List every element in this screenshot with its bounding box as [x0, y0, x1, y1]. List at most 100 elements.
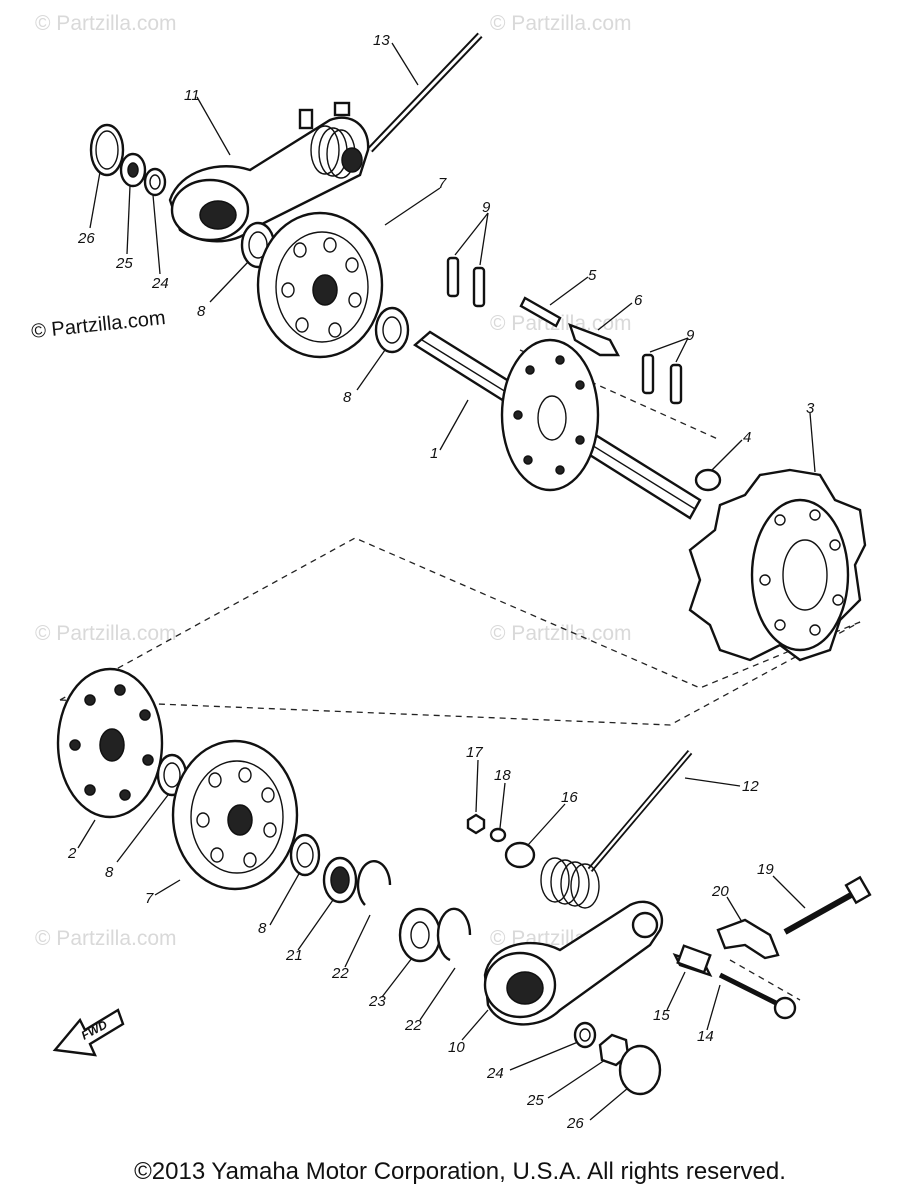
watermark-4: © Partzilla.com — [35, 622, 177, 645]
callout-7-bottom: 7 — [145, 890, 154, 907]
spring-16 — [540, 857, 600, 909]
forward-arrow-icon: FWD — [52, 1008, 125, 1057]
bolt-5 — [519, 296, 562, 328]
bolt-14-head — [773, 996, 797, 1020]
callout-1: 1 — [430, 445, 438, 462]
callout-22-b: 22 — [404, 1017, 422, 1034]
callout-8-b: 8 — [343, 389, 352, 406]
callout-20: 20 — [711, 883, 729, 900]
callout-19: 19 — [757, 861, 774, 878]
callout-11: 11 — [184, 87, 200, 104]
circlip-22-a — [356, 860, 392, 906]
callout-25-top: 25 — [115, 255, 133, 272]
washer-18 — [489, 827, 507, 843]
wheel-7-upper-holes — [281, 237, 362, 338]
watermark-strong: © Partzilla.com — [30, 307, 166, 343]
callout-6: 6 — [634, 292, 643, 309]
assembly-guide-top — [59, 537, 861, 701]
callout-26-top: 26 — [77, 230, 95, 247]
wheel-7-upper-hub — [312, 274, 338, 306]
wheel-7-lower-holes — [196, 767, 277, 868]
bolt-14 — [718, 972, 782, 1008]
wheel-7-upper-ring — [275, 231, 369, 343]
callout-17: 17 — [466, 744, 483, 761]
callout-15: 15 — [653, 1007, 670, 1024]
watermark-3: © Partzilla.com — [490, 312, 632, 335]
callout-26-bottom: 26 — [566, 1115, 584, 1132]
sprocket-plate-hub — [537, 395, 567, 441]
cap-26-bottom — [618, 1044, 662, 1096]
bearing-21-race — [330, 866, 350, 894]
wheel-7-lower-hub — [227, 804, 253, 836]
bracket-20 — [716, 918, 780, 960]
arm-10-bore — [506, 971, 544, 1005]
washer-24-bottom — [573, 1021, 597, 1049]
washer-24-top-hole — [149, 174, 161, 190]
washer-8-lower-right-hole — [296, 842, 314, 868]
washer-8-middle-hole — [382, 316, 402, 344]
pin-9-c — [641, 353, 655, 395]
sprocket-plate-holes — [513, 355, 585, 475]
callout-5: 5 — [588, 267, 597, 284]
washer-8-lower-left-hole — [163, 762, 181, 788]
callout-4: 4 — [743, 429, 751, 446]
assembly-guide-bottom — [59, 621, 861, 726]
callout-24-top: 24 — [151, 275, 169, 292]
watermark-1: © Partzilla.com — [35, 12, 177, 35]
callout-23: 23 — [368, 993, 386, 1010]
callout-9-right: 9 — [686, 327, 695, 344]
callout-18: 18 — [494, 767, 511, 784]
pin-9-a — [446, 256, 460, 298]
callout-16: 16 — [561, 789, 578, 806]
bolt-19-head — [844, 875, 872, 905]
spacer-23 — [398, 907, 442, 963]
arm-11-bore — [199, 200, 237, 230]
sprocket-3-face — [750, 498, 850, 652]
circlip-22-b — [436, 907, 472, 962]
watermark-6: © Partzilla.com — [35, 927, 177, 950]
callout-24-bottom: 24 — [486, 1065, 504, 1082]
washer-8-middle — [374, 306, 410, 354]
callout-14: 14 — [697, 1028, 714, 1045]
collar-4 — [694, 468, 722, 492]
callout-9-top: 9 — [482, 199, 491, 216]
callout-7-top: 7 — [438, 175, 447, 192]
callout-3: 3 — [806, 400, 815, 417]
callout-8-a: 8 — [197, 303, 206, 320]
callout-2: 2 — [67, 845, 77, 862]
circlip-26-top-inner — [95, 130, 119, 170]
watermark-5: © Partzilla.com — [490, 622, 632, 645]
spring-on-arm-11 — [310, 125, 363, 179]
copyright-footer: ©2013 Yamaha Motor Corporation, U.S.A. A… — [134, 1158, 786, 1185]
sprocket-3-holes — [759, 509, 844, 636]
rod-12-highlight — [589, 751, 691, 871]
callout-12: 12 — [742, 778, 759, 795]
bracket-6 — [568, 322, 620, 357]
arm-11-post — [298, 108, 314, 130]
washer-8-lower-right — [289, 833, 321, 877]
wheel-2-hub — [99, 728, 125, 762]
sprocket-3-bore — [782, 539, 828, 611]
watermark-2: © Partzilla.com — [490, 12, 632, 35]
pin-9-b — [472, 266, 486, 308]
rod-13-highlight — [368, 33, 482, 152]
leader-lines — [77, 42, 816, 1121]
collar-15-body — [676, 944, 712, 974]
nut-17 — [466, 813, 486, 835]
wheel-2-holes — [69, 684, 154, 801]
callout-10: 10 — [448, 1039, 465, 1056]
pin-9-d — [669, 363, 683, 405]
assembly-guide-bolt — [729, 959, 801, 1001]
callout-numbers: 13 11 26 25 24 8 7 9 5 6 8 9 4 3 1 2 8 7… — [67, 32, 815, 1132]
spacer-23-hole — [410, 921, 430, 949]
wheel-7-lower-ring — [190, 760, 284, 874]
callout-8-c: 8 — [105, 864, 114, 881]
washer-24-bottom-hole — [579, 1028, 591, 1042]
callout-13: 13 — [373, 32, 390, 49]
sprocket-plate — [500, 338, 600, 492]
callout-8-d: 8 — [258, 920, 267, 937]
washer-24-top — [143, 167, 167, 197]
nut-25-top-hole — [127, 162, 139, 178]
bolt-19 — [783, 887, 862, 935]
